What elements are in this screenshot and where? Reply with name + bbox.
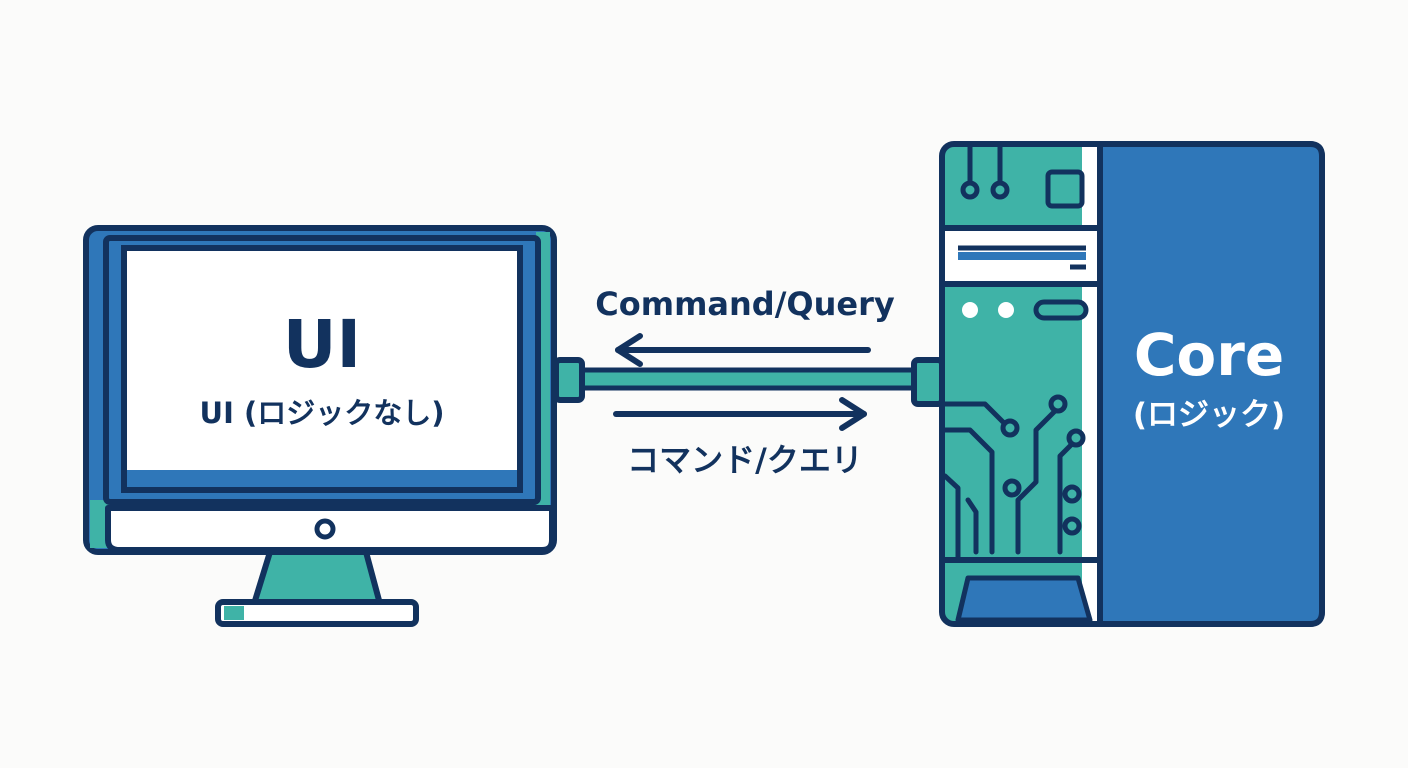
cable-icon [553,357,945,407]
monitor-icon [83,225,557,627]
core-subtitle: (ロジック) [1132,397,1286,433]
ui-subtitle: UI (ロジックなし) [199,396,445,430]
connection-label-en: Command/Query [595,285,895,323]
arrow-right-icon [613,397,867,431]
ui-title: UI [282,306,362,383]
arrow-left-icon [615,333,871,367]
server-icon [939,141,1325,627]
connection-label-ja: コマンド/クエリ [627,441,863,479]
core-title: Core [1133,321,1285,389]
